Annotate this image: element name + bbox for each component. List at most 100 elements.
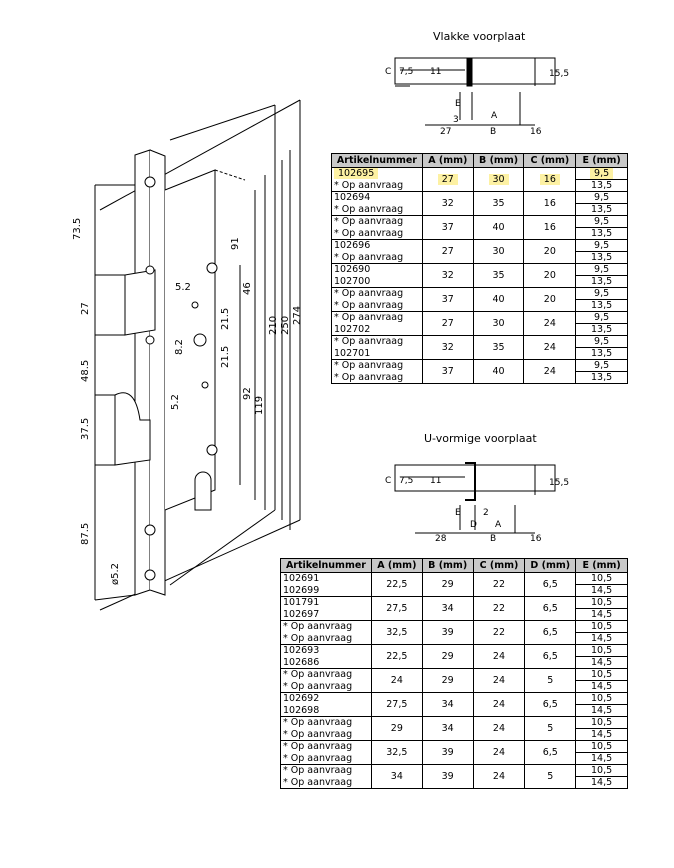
article-number: * Op aanvraag [283, 669, 353, 681]
a-value-cell: 32,5 [370, 620, 423, 645]
e-value-cell: 14,5 [575, 752, 628, 765]
b-value: 35 [492, 198, 505, 209]
e-value: 9,5 [594, 216, 610, 227]
article-number-cell: * Op aanvraag [331, 359, 423, 372]
e-value: 10,5 [591, 597, 613, 608]
flat-dim-15-5: 15,5 [549, 69, 569, 79]
b-value: 39 [441, 747, 454, 758]
article-number: * Op aanvraag [283, 765, 353, 777]
c-value: 24 [543, 342, 556, 353]
e-value-cell: 10,5 [575, 596, 628, 609]
b-value: 35 [492, 270, 505, 281]
article-number: * Op aanvraag [334, 299, 404, 311]
e-value: 13,5 [591, 228, 613, 239]
flat-dim-a: A [491, 111, 498, 121]
e-value: 13,5 [591, 348, 613, 359]
article-number-cell: 102699 [280, 584, 372, 597]
u-dim-28: 28 [435, 534, 447, 544]
article-number: * Op aanvraag [283, 632, 353, 644]
b-value: 30 [492, 246, 505, 257]
a-value-cell: 24 [370, 668, 423, 693]
u-header-3: C (mm) [472, 558, 526, 573]
flat-header-0: Artikelnummer [331, 153, 423, 168]
e-value-cell: 9,5 [575, 215, 628, 228]
article-number: 102690 [334, 264, 371, 276]
a-value-cell: 32,5 [370, 740, 423, 765]
c-value-cell: 24 [523, 335, 577, 360]
c-value: 24 [492, 651, 505, 662]
e-value-cell: 10,5 [575, 740, 628, 753]
c-value: 24 [543, 366, 556, 377]
c-value: 24 [492, 699, 505, 710]
lock-dim-48-5: 48.5 [80, 360, 91, 382]
b-value-cell: 40 [472, 359, 525, 384]
c-value: 24 [492, 747, 505, 758]
table-row: * Op aanvraag 13,5 [331, 179, 628, 192]
article-number: * Op aanvraag [334, 203, 404, 215]
a-value-cell: 27 [421, 311, 474, 336]
article-number-cell: 102692 [280, 692, 372, 705]
article-number: 102698 [283, 704, 320, 716]
d-value: 6,5 [542, 579, 558, 590]
e-value-cell: 13,5 [575, 179, 628, 192]
b-value: 29 [441, 675, 454, 686]
article-number-cell: * Op aanvraag [280, 776, 372, 789]
table-row: * Op aanvraag 14,5 [280, 752, 628, 765]
article-number-cell: * Op aanvraag [280, 668, 372, 681]
e-value: 10,5 [591, 693, 613, 704]
e-value: 13,5 [591, 204, 613, 215]
article-number-cell: * Op aanvraag [280, 752, 372, 765]
e-value: 10,5 [591, 717, 613, 728]
table-row: * Op aanvraag 14,5 [280, 776, 628, 789]
flat-dim-e: E [455, 99, 461, 109]
article-number: * Op aanvraag [283, 776, 353, 788]
b-value: 34 [441, 603, 454, 614]
flat-header-3: C (mm) [523, 153, 577, 168]
article-number: * Op aanvraag [334, 360, 404, 372]
d-value: 6,5 [542, 651, 558, 662]
u-dim-2: 2 [483, 508, 489, 518]
u-dim-b: B [490, 534, 496, 544]
article-number: * Op aanvraag [283, 741, 353, 753]
article-number: 102694 [334, 192, 371, 204]
c-value-cell: 16 [523, 167, 577, 192]
e-value-cell: 14,5 [575, 776, 628, 789]
e-value: 9,5 [594, 360, 610, 371]
a-value: 32 [441, 342, 454, 353]
e-value-cell: 9,5 [575, 335, 628, 348]
lock-dim-d5-2: ø5.2 [110, 563, 121, 585]
b-value: 35 [492, 342, 505, 353]
a-value: 37 [441, 294, 454, 305]
e-value: 9,5 [594, 192, 610, 203]
e-value-cell: 13,5 [575, 251, 628, 264]
u-dim-15-5: 15,5 [549, 478, 569, 488]
e-value-cell: 13,5 [575, 371, 628, 384]
article-number-cell: * Op aanvraag [280, 716, 372, 729]
lock-dim-87-5: 87.5 [80, 523, 91, 545]
c-value: 16 [543, 198, 556, 209]
u-dim-d: D [470, 520, 477, 530]
b-value-cell: 35 [472, 191, 525, 216]
e-value: 14,5 [591, 705, 613, 716]
article-number: * Op aanvraag [334, 312, 404, 324]
a-value-cell: 37 [421, 287, 474, 312]
b-value-cell: 35 [472, 335, 525, 360]
c-value: 22 [492, 603, 505, 614]
c-value: 20 [543, 294, 556, 305]
c-value-cell: 16 [523, 215, 577, 240]
flat-header-4: E (mm) [575, 153, 628, 168]
article-number-cell: 102695 [331, 167, 423, 180]
u-header-5: E (mm) [575, 558, 628, 573]
article-number-cell: 102698 [280, 704, 372, 717]
article-number-cell: * Op aanvraag [280, 620, 372, 633]
d-value: 5 [547, 675, 554, 686]
lock-dim-21-5b: 21.5 [220, 346, 231, 368]
d-value: 5 [547, 723, 554, 734]
article-number-cell: * Op aanvraag [331, 179, 423, 192]
